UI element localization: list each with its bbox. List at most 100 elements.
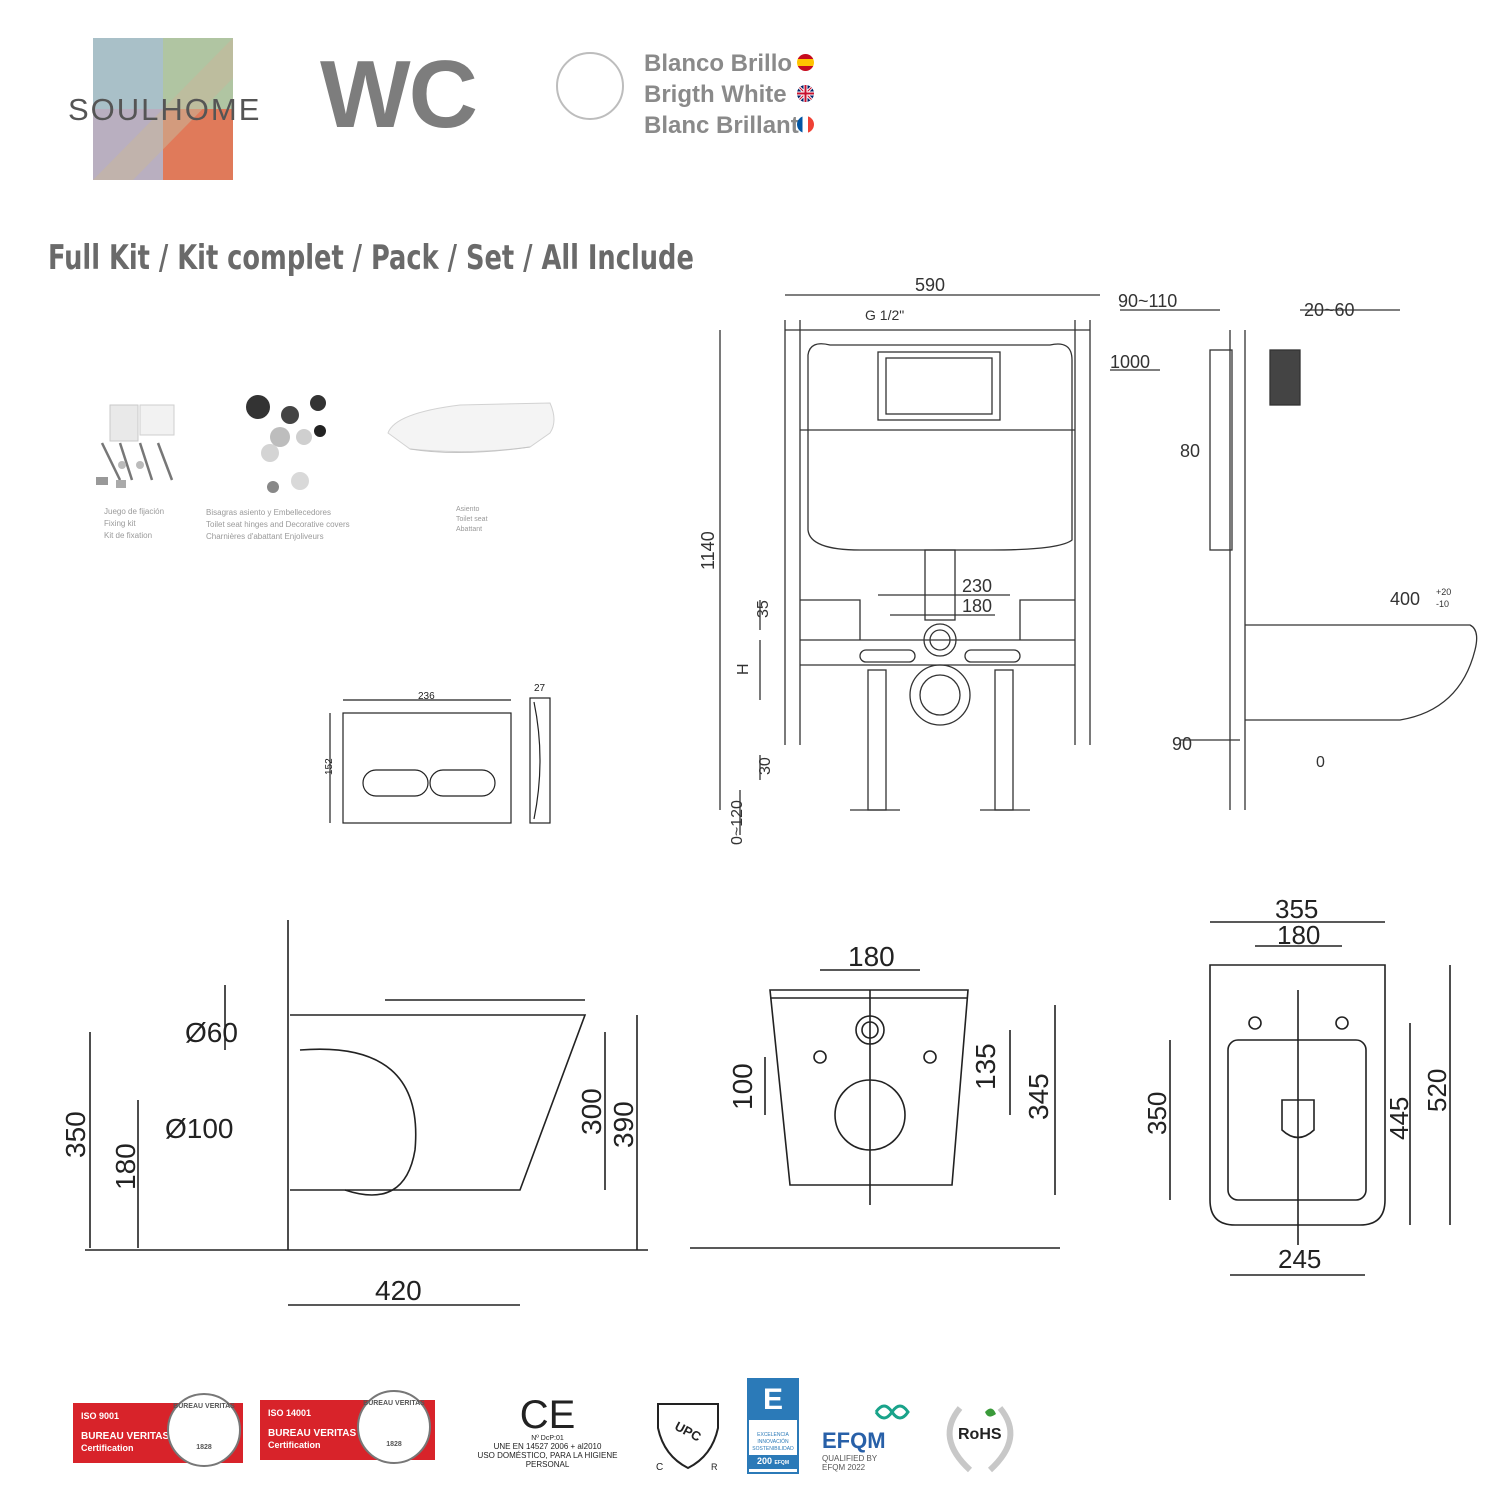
excellence-line: EXCELENCIA (757, 1432, 789, 1438)
dim-80-label: 80 (1180, 441, 1200, 461)
dim-30-label: 30 (757, 757, 774, 775)
logo-diagonal (93, 38, 233, 180)
cert-sub2: Certification (81, 1443, 134, 1453)
dim-180-label: 180 (962, 596, 992, 616)
seal-text: BUREAU VERITAS (173, 1403, 235, 1410)
france-flag-icon (797, 116, 814, 133)
seal-year: 1828 (386, 1441, 402, 1448)
upc-shield-icon: UPC C R (656, 1403, 719, 1473)
seat-tolerance-up: +20 (1436, 587, 1451, 597)
cistern-level-label: 1000 (1110, 352, 1150, 372)
component-caption-seat: Asiento Toilet seat Abattant (456, 505, 488, 535)
flush-plate-drawing: 236 152 27 (324, 683, 551, 824)
dim-445-label: 445 (1384, 1097, 1414, 1140)
hinges-image (246, 395, 326, 493)
dim-390-label: 390 (608, 1101, 639, 1148)
flush-height-label: 152 (324, 758, 335, 775)
seat-level-label: 400 (1390, 589, 1420, 609)
cert-sub: BUREAU VERITAS (81, 1431, 170, 1442)
caption-line: Toilet seat (456, 516, 488, 523)
seal-year: 1828 (196, 1444, 212, 1451)
cert-name: ISO 9001 (81, 1411, 120, 1421)
rohs-badge: RoHS (930, 1398, 1030, 1476)
seat-tolerance-down: -10 (1436, 599, 1449, 609)
caption-line: Juego de fijación (104, 507, 165, 516)
dim-520-label: 520 (1422, 1069, 1452, 1112)
bureau-veritas-seal-icon: BUREAU VERITAS 1828 (357, 1390, 431, 1464)
excellence-unit: EFQM (774, 1460, 789, 1466)
top-view-drawing: 355 180 350 445 520 245 (1142, 894, 1452, 1276)
upc-text: UPC (672, 1418, 704, 1444)
iso14001-badge: ISO 14001 BUREAU VERITAS Certification B… (260, 1390, 435, 1464)
side-view-drawing: Ø60 Ø100 350 180 300 390 420 (60, 920, 648, 1306)
caption-line: Bisagras asiento y Embellecedores (206, 508, 331, 517)
iso9001-badge: ISO 9001 BUREAU VERITAS Certification BU… (73, 1393, 243, 1467)
finish-name-fr: Blanc Brillant (644, 112, 799, 139)
excellence-letter: E (749, 1380, 797, 1420)
dim-0-120-label: 0~120 (729, 800, 746, 845)
dim-355-label: 355 (1275, 894, 1318, 924)
finish-names: Blanco Brillo Brigth White Blanc Brillan… (644, 48, 799, 141)
flag-list (797, 54, 814, 147)
wall-range-label: 20~60 (1304, 300, 1355, 320)
dim-350-label: 350 (60, 1111, 91, 1158)
dim-90-label: 90 (1172, 734, 1192, 754)
ce-line: USO DOMÉSTICO, PARA LA HIGIENE PERSONAL (477, 1451, 618, 1469)
flush-width-label: 236 (418, 691, 435, 702)
rohs-name: RoHS (958, 1426, 1002, 1443)
dim-345-label: 345 (1023, 1073, 1054, 1120)
component-caption-hinges: Bisagras asiento y Embellecedores Toilet… (206, 507, 350, 543)
ce-mark: CE (519, 1393, 576, 1437)
ce-line: Nº DcP:01 (531, 1435, 564, 1442)
upc-r: R (711, 1462, 718, 1472)
inlet-label: G 1/2" (865, 307, 904, 323)
laurel-wreath-icon (946, 1406, 1014, 1473)
cert-sub: BUREAU VERITAS (268, 1428, 357, 1439)
frame-height-label: 1140 (700, 531, 718, 570)
back-view-drawing: 180 100 135 345 (690, 941, 1060, 1249)
toilet-seat-image (387, 402, 555, 454)
finish-name-es: Blanco Brillo (644, 50, 793, 77)
uk-flag-icon (797, 85, 814, 102)
dim-180-label: 180 (848, 941, 895, 972)
bureau-veritas-seal-icon: BUREAU VERITAS 1828 (167, 1393, 241, 1467)
dim-300-label: 300 (576, 1088, 607, 1135)
logo-tile (93, 38, 163, 109)
cert-name: ISO 14001 (268, 1408, 312, 1418)
pipe-depth-label: 90~110 (1118, 291, 1177, 311)
frame-drawing: 590 G 1/2" 90~110 20~60 1000 80 1140 230… (700, 275, 1478, 845)
dim-180-label: 180 (110, 1143, 141, 1190)
product-title: WC (320, 41, 478, 148)
efqm-line: QUALIFIED BY (822, 1454, 878, 1463)
efqm-badge: EFQM QUALIFIED BY EFQM 2022 (822, 1398, 910, 1472)
floor-level-label: 0 (1316, 754, 1325, 771)
finish-name-en: Brigth White (644, 81, 787, 108)
caption-line: Abattant (456, 526, 483, 533)
dim-350-label: 350 (1142, 1092, 1172, 1135)
caption-line: Charnières d'abattant Enjoliveurs (206, 532, 324, 541)
dim-o100-label: Ø100 (165, 1113, 234, 1144)
caption-line: Kit de fixation (104, 531, 153, 540)
caption-line: Toilet seat hinges and Decorative covers (206, 520, 350, 529)
dim-420-label: 420 (375, 1275, 422, 1306)
kit-components-illustration (96, 395, 555, 493)
ce-mark-block: CE Nº DcP:01 UNE EN 14527 2006 + al2010 … (455, 1395, 640, 1469)
seal-text: BUREAU VERITAS (363, 1400, 425, 1407)
excellence-badge: E EXCELENCIA INNOVACIÓN SOSTENIBILIDAD 2… (747, 1378, 799, 1474)
caption-line: Asiento (456, 506, 480, 513)
dim-180-label: 180 (1277, 920, 1320, 950)
ce-line: UNE EN 14527 2006 + al2010 (493, 1442, 602, 1451)
dim-230-label: 230 (962, 576, 992, 596)
frame-width-label: 590 (915, 275, 945, 295)
cert-sub2: Certification (268, 1440, 321, 1450)
flush-depth-label: 27 (534, 683, 546, 694)
efqm-name: EFQM (822, 1428, 886, 1453)
dim-h-label: H (735, 663, 752, 675)
efqm-infinity-icon (874, 1404, 910, 1420)
dim-245-label: 245 (1278, 1244, 1321, 1274)
excellence-line: SOSTENIBILIDAD (752, 1446, 794, 1452)
dim-o60-label: Ø60 (185, 1017, 238, 1048)
caption-line: Fixing kit (104, 519, 136, 528)
kit-heading: Full Kit / Kit complet / Pack / Set / Al… (48, 238, 694, 278)
component-caption-fixing: Juego de fijación Fixing kit Kit de fixa… (104, 506, 164, 542)
